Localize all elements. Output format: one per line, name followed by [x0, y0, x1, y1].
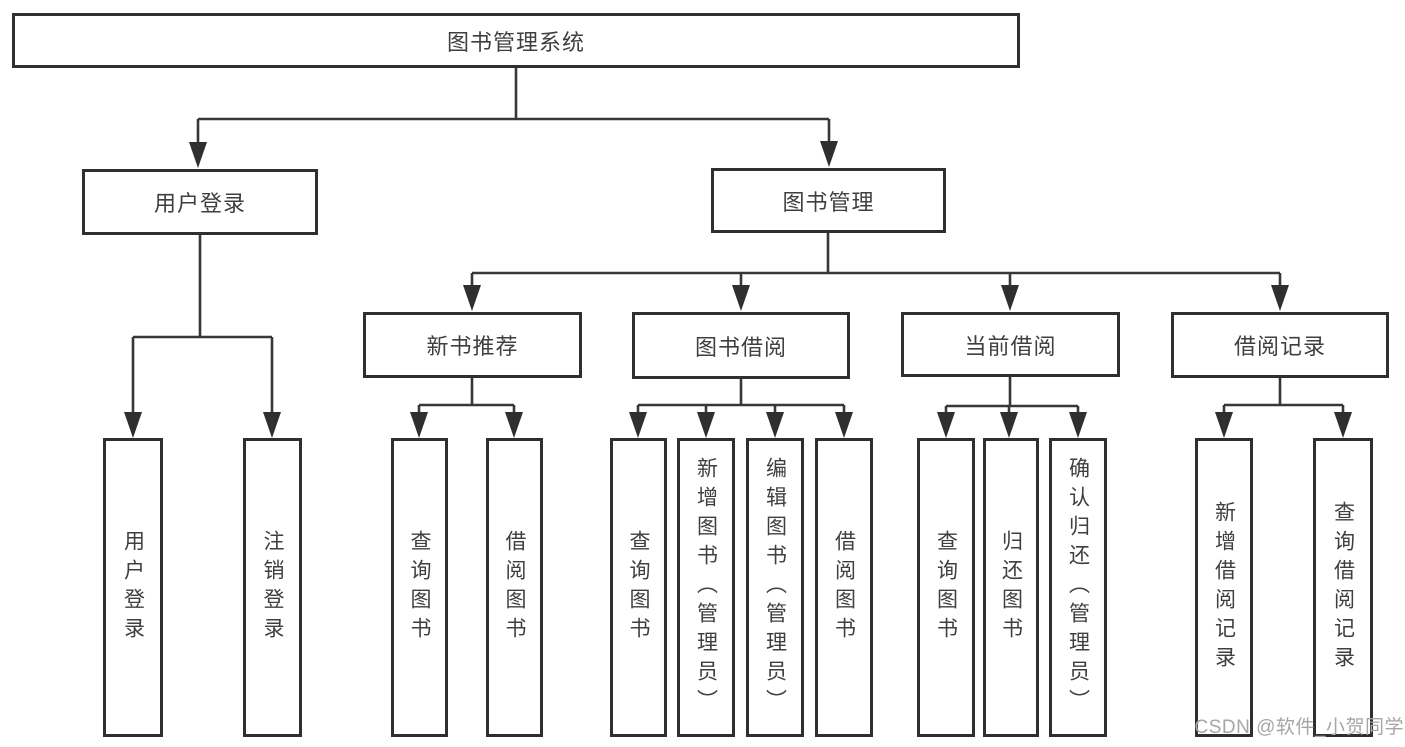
leaf-current-query-books: 查询图书: [917, 438, 975, 737]
connector-book-mgmt-to-level3: [463, 233, 1289, 311]
leaf-return-books: 归还图书: [983, 438, 1039, 737]
leaf-new-book-query-books: 查询图书: [391, 438, 448, 737]
leaf-confirm-return-admin: 确认归还（管理员）: [1049, 438, 1107, 737]
node-root-system: 图书管理系统: [12, 13, 1020, 68]
leaf-borrow-query-books: 查询图书: [610, 438, 667, 737]
node-book-management: 图书管理: [711, 168, 946, 233]
leaf-user-login: 用户登录: [103, 438, 163, 737]
leaf-new-book-borrow-books: 借阅图书: [486, 438, 543, 737]
connector-new-book-to-leaves: [410, 378, 523, 438]
connector-user-login-to-leaves: [124, 235, 281, 438]
node-book-borrow: 图书借阅: [632, 312, 850, 379]
connector-root-to-level2: [189, 68, 838, 168]
node-current-borrow: 当前借阅: [901, 312, 1120, 377]
leaf-add-books-admin: 新增图书（管理员）: [677, 438, 735, 737]
connector-book-borrow-to-leaves: [629, 379, 853, 438]
connector-borrow-records-to-leaves: [1215, 378, 1352, 438]
node-borrow-records: 借阅记录: [1171, 312, 1389, 378]
connector-current-borrow-to-leaves: [937, 377, 1087, 438]
node-user-login: 用户登录: [82, 169, 318, 235]
leaf-borrow-books: 借阅图书: [815, 438, 873, 737]
leaf-query-borrow-record: 查询借阅记录: [1313, 438, 1373, 737]
node-new-book-recommend: 新书推荐: [363, 312, 582, 378]
leaf-logout: 注销登录: [243, 438, 302, 737]
csdn-watermark: CSDN @软件_小贺同学: [1194, 717, 1404, 738]
leaf-add-borrow-record: 新增借阅记录: [1195, 438, 1253, 737]
leaf-edit-books-admin: 编辑图书（管理员）: [746, 438, 804, 737]
